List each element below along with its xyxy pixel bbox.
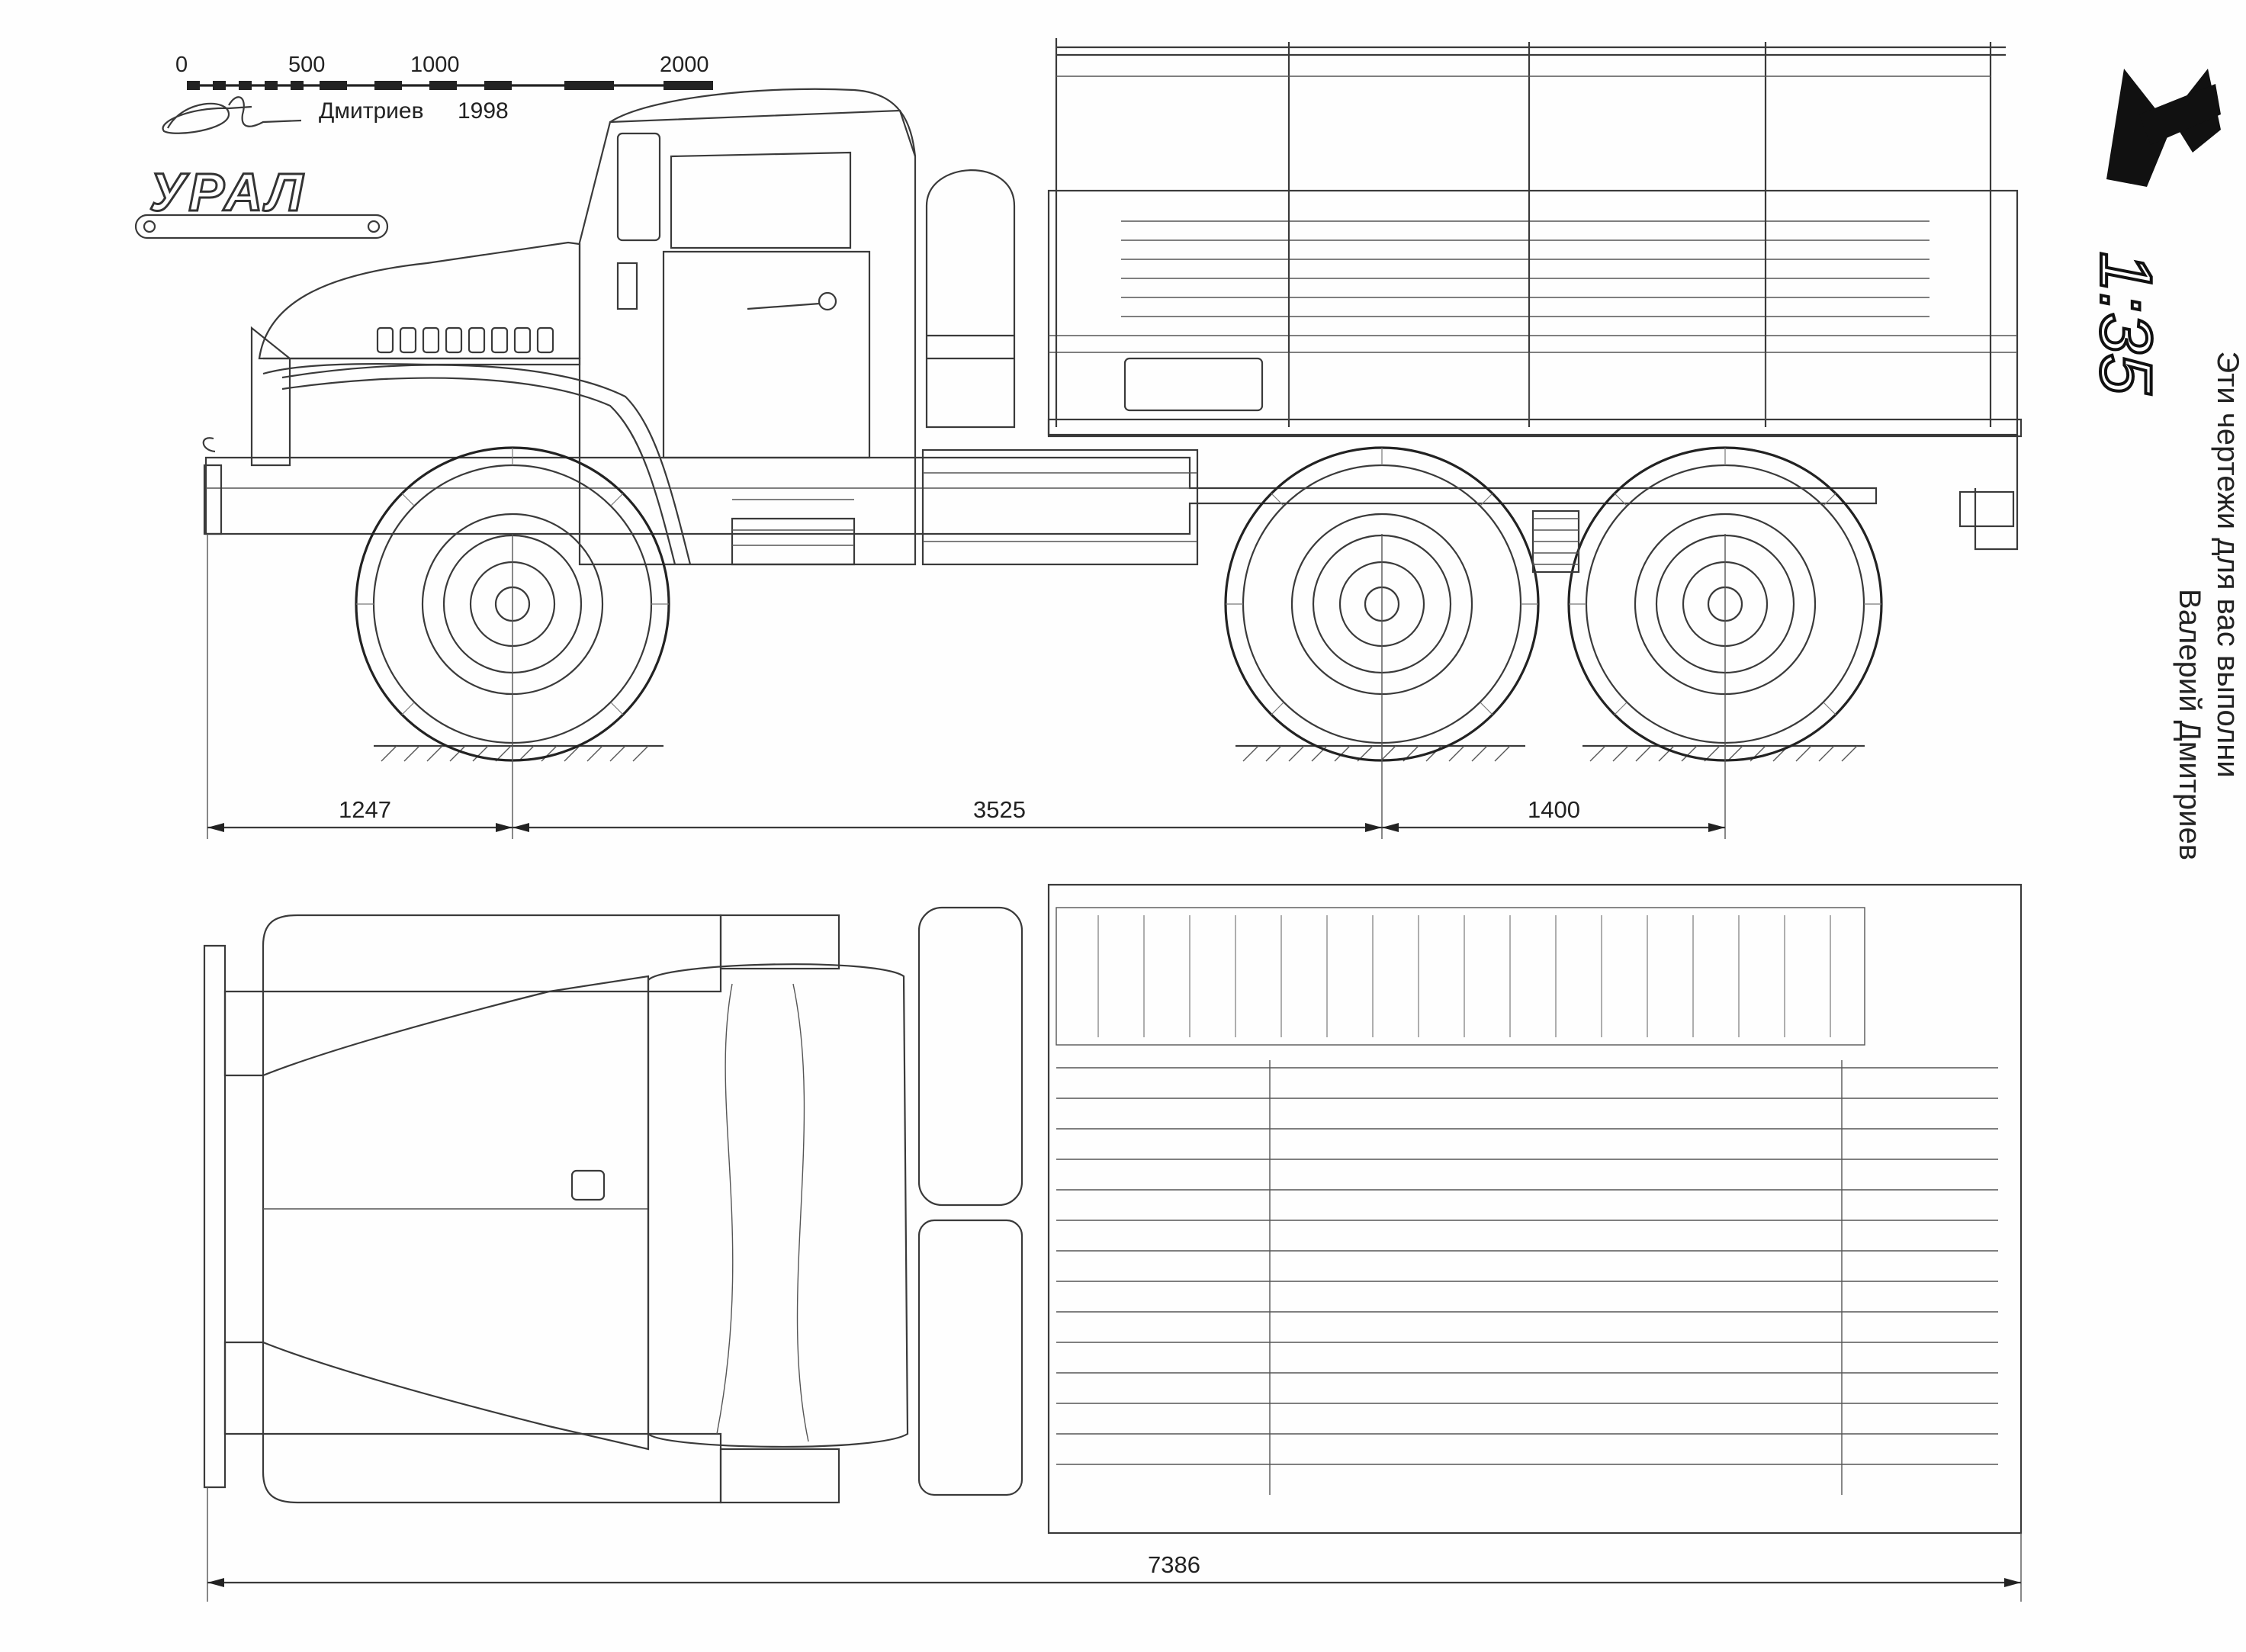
scale-bar: 0 500 1000 2000 — [175, 53, 713, 90]
bed-floor-boards — [1056, 1067, 1998, 1465]
brand-plate: УРАЛ — [134, 162, 389, 239]
top-dimension-line — [207, 1487, 2022, 1602]
dim-rear-axle-spacing: 1400 — [1528, 796, 1580, 823]
scale-tick-1000: 1000 — [410, 53, 460, 77]
scale-tick-0: 0 — [175, 53, 188, 77]
ground-line — [374, 744, 1865, 762]
grille-slots — [376, 326, 554, 354]
logo-scale-text: 1:35 — [2085, 252, 2167, 394]
dim-overall-length: 7386 — [1148, 1551, 1200, 1578]
dim-wheelbase: 3525 — [973, 796, 1026, 823]
scale-tick-2000: 2000 — [660, 53, 709, 77]
brand-text: УРАЛ — [149, 162, 306, 222]
tarp-bows — [1055, 38, 2006, 427]
side-view — [202, 38, 2023, 762]
author-name: Дмитриев — [319, 98, 424, 124]
dim-front-overhang: 1247 — [339, 796, 391, 823]
bed-side-slats — [1097, 915, 1831, 1037]
bed-slats — [1121, 220, 1930, 317]
top-view — [203, 883, 2023, 1535]
credit-line-1: Эти чертежи для вас выполни — [2211, 351, 2244, 777]
author-year: 1998 — [458, 98, 509, 124]
magazine-logo — [2106, 69, 2221, 187]
side-dimension-line — [207, 534, 1726, 839]
scale-tick-500: 500 — [288, 53, 325, 77]
credit-line-2: Валерий Дмитриев — [2173, 589, 2206, 860]
author-signature — [162, 96, 302, 134]
